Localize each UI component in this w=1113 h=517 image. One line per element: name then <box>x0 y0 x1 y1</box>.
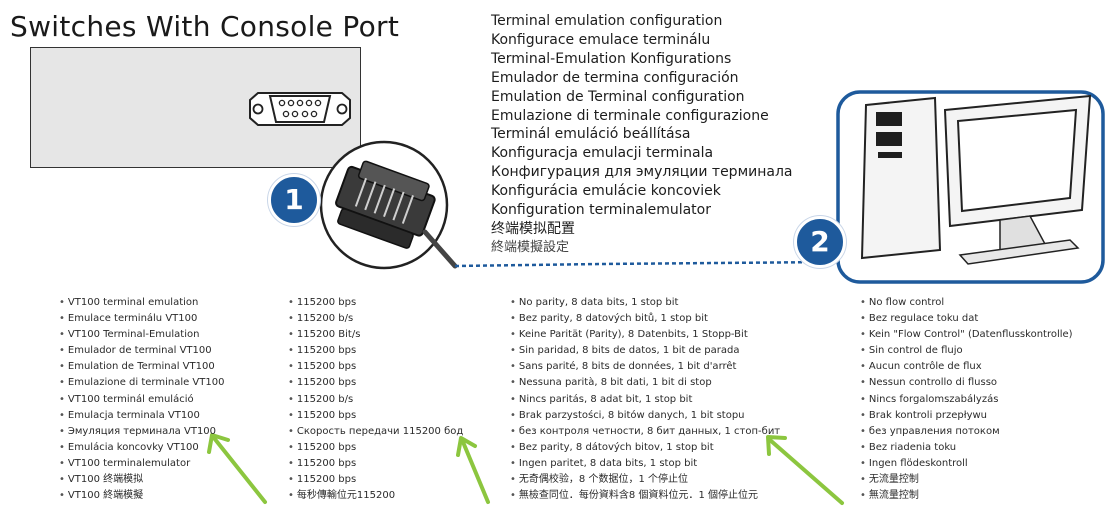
list-item: 115200 bps <box>288 440 463 456</box>
list-item: 115200 b/s <box>288 311 463 327</box>
list-item: Emulador de terminal VT100 <box>59 343 224 359</box>
list-item: без контроля четности, 8 бит данных, 1 с… <box>510 424 780 440</box>
language-label: Konfiguration terminalemulator <box>491 202 711 219</box>
list-item: 115200 bps <box>288 343 463 359</box>
terminal-config-languages: Terminal emulation configuration Konfigu… <box>491 12 793 258</box>
list-item: 115200 Bit/s <box>288 327 463 343</box>
list-item: 115200 bps <box>288 472 463 488</box>
list-item: Emulácia koncovky VT100 <box>59 440 224 456</box>
list-item: No parity, 8 data bits, 1 stop bit <box>510 295 780 311</box>
list-item: Emulacja terminala VT100 <box>59 408 224 424</box>
list-item: Emulation de Terminal VT100 <box>59 359 224 375</box>
serial-cable <box>454 260 835 268</box>
language-label: Terminál emuláció beállítása <box>491 126 691 143</box>
list-item: Emulace terminálu VT100 <box>59 311 224 327</box>
list-item: Brak parzystości, 8 bitów danych, 1 bit … <box>510 408 780 424</box>
language-label: Emulador de termina configuración <box>491 69 739 86</box>
arrow-speed <box>461 440 490 504</box>
flow-control-list: No flow control Bez regulace toku dat Ke… <box>860 295 1073 504</box>
list-item: Aucun contrôle de flux <box>860 359 1073 375</box>
list-item: 无流量控制 <box>860 472 1073 488</box>
language-label: Konfiguracja emulacji terminala <box>491 145 714 162</box>
list-item: 115200 bps <box>288 456 463 472</box>
list-item: VT100 terminal emulation <box>59 295 224 311</box>
list-item: Nessuna parità, 8 bit dati, 1 bit di sto… <box>510 375 780 391</box>
computer-icon <box>836 90 1105 284</box>
language-label: Emulazione di terminale configurazione <box>491 107 769 124</box>
console-port-icon <box>249 92 351 126</box>
language-label: Konfigurace emulace terminálu <box>491 31 711 48</box>
step-1-badge: 1 <box>268 174 320 226</box>
language-label: Konfigurácia emulácie koncoviek <box>491 183 721 200</box>
language-label: 终端模拟配置 <box>491 220 575 237</box>
db9-connector-icon <box>319 140 449 270</box>
list-item: 115200 bps <box>288 375 463 391</box>
cable-stub <box>422 229 458 269</box>
language-label: Конфигурация для эмуляции терминала <box>491 164 793 181</box>
language-label: Emulation de Terminal configuration <box>491 88 745 105</box>
parity-list: No parity, 8 data bits, 1 stop bit Bez p… <box>510 295 780 504</box>
language-label: Terminal emulation configuration <box>491 13 723 29</box>
list-item: Kein "Flow Control" (Datenflusskontrolle… <box>860 327 1073 343</box>
list-item: Nincs paritás, 8 adat bit, 1 stop bit <box>510 392 780 408</box>
list-item: 無流量控制 <box>860 488 1073 504</box>
list-item: Bez regulace toku dat <box>860 311 1073 327</box>
list-item: VT100 终端模拟 <box>59 472 224 488</box>
list-item: Bez parity, 8 datových bitů, 1 stop bit <box>510 311 780 327</box>
list-item: Ingen flödeskontroll <box>860 456 1073 472</box>
list-item: 無檢查同位．每份資料含8 個資料位元．1 個停止位元 <box>510 488 780 504</box>
list-item: 115200 bps <box>288 359 463 375</box>
list-item: VT100 terminalemulator <box>59 456 224 472</box>
list-item: Keine Parität (Parity), 8 Datenbits, 1 S… <box>510 327 780 343</box>
list-item: Bez parity, 8 dátových bitov, 1 stop bit <box>510 440 780 456</box>
list-item: No flow control <box>860 295 1073 311</box>
list-item: 无奇偶校验，8 个数据位，1 个停止位 <box>510 472 780 488</box>
language-label: 終端模擬設定 <box>491 239 570 255</box>
list-item: Ingen paritet, 8 data bits, 1 stop bit <box>510 456 780 472</box>
list-item: 115200 bps <box>288 295 463 311</box>
list-item: Brak kontroli przepływu <box>860 408 1073 424</box>
list-item: 115200 bps <box>288 408 463 424</box>
list-item: Nessun controllo di flusso <box>860 375 1073 391</box>
list-item: VT100 Terminal-Emulation <box>59 327 224 343</box>
list-item: 115200 b/s <box>288 392 463 408</box>
emulation-list: VT100 terminal emulation Emulace terminá… <box>59 295 225 504</box>
list-item: Sin paridad, 8 bits de datos, 1 bit de p… <box>510 343 780 359</box>
language-label: Terminal-Emulation Konfigurations <box>491 50 732 67</box>
list-item: 每秒傳輸位元115200 <box>288 488 463 504</box>
list-item: без управления потоком <box>860 424 1073 440</box>
list-item: Скорость передачи 115200 бод <box>288 424 463 440</box>
arrow-parity <box>768 438 844 505</box>
list-item: VT100 terminál emuláció <box>59 392 224 408</box>
speed-list: 115200 bps 115200 b/s 115200 Bit/s 11520… <box>288 295 463 504</box>
list-item: Sin control de flujo <box>860 343 1073 359</box>
list-item: Эмуляция терминала VT100 <box>59 424 224 440</box>
list-item: Emulazione di terminale VT100 <box>59 375 225 391</box>
step-2-badge: 2 <box>794 216 846 268</box>
list-item: Bez riadenia toku <box>860 440 1073 456</box>
list-item: VT100 終端模擬 <box>59 488 224 504</box>
page-title: Switches With Console Port <box>10 10 400 43</box>
list-item: Sans parité, 8 bits de données, 1 bit d'… <box>510 359 780 375</box>
list-item: Nincs forgalomszabályzás <box>860 392 1073 408</box>
